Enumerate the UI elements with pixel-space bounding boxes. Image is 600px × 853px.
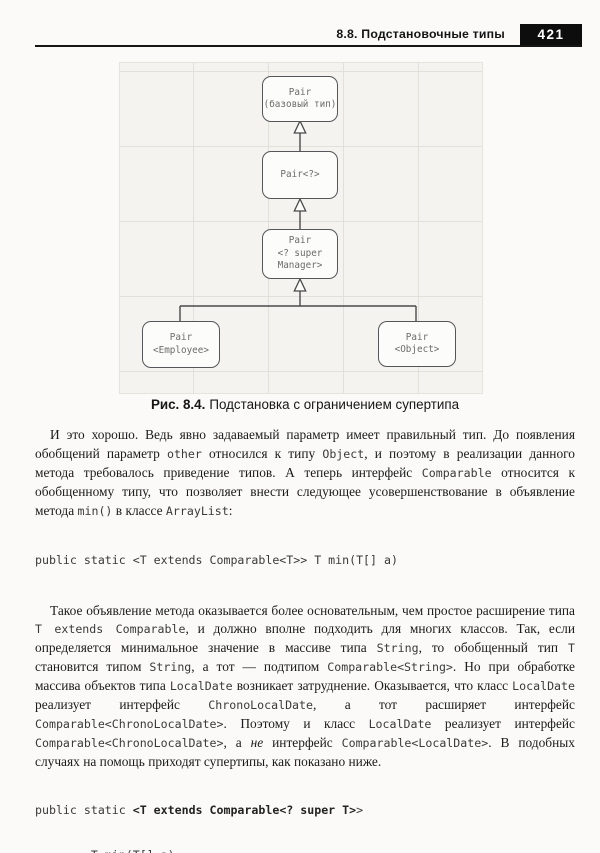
diagram-node-pair-base: Pair (базовый тип) [262,76,338,122]
node-label: <Object> [394,344,440,355]
paragraph: И это хорошо. Ведь явно задаваемый парам… [35,427,575,518]
code-line: T min(T[] a) . . . [35,848,575,853]
node-label: Pair<?> [280,168,320,180]
page-number-badge: 421 [520,24,582,46]
diagram-node-pair-super-manager: Pair <? super Manager> [262,229,338,279]
paragraph: Такое объявление метода оказывается боле… [35,602,575,769]
node-label: (базовый тип) [263,99,337,110]
running-title: 8.8. Подстановочные типы [336,27,505,41]
connector-lines [179,133,417,321]
diagram-node-pair-object: Pair <Object> [378,321,456,367]
node-label: Pair [288,86,312,98]
code-line: public static <T extends Comparable<T>> … [35,553,398,568]
code-block-min-declaration: public static <T extends Comparable<T>> … [35,524,575,598]
figure-caption-label: Рис. 8.4. [150,397,206,412]
node-label: <? super [277,247,323,259]
figure-caption-text: Подстановка с ограничением супертипа [209,397,460,412]
node-label: Pair [169,332,193,343]
header-rule [35,45,582,48]
code-line: public static <T extends Comparable<? su… [35,803,364,818]
figure-caption: Рис. 8.4.Подстановка с ограничением супе… [35,397,575,412]
generalization-arrowhead-icon [293,119,307,292]
node-label: Pair [405,331,429,343]
figure-diagram: Pair (базовый тип) Pair<?> Pair <? super… [119,62,483,394]
code-block-supertype-bound: public static <T extends Comparable<? su… [35,774,575,853]
node-label: <Employee> [153,344,209,356]
node-label: Pair [288,235,312,247]
diagram-node-pair-wildcard: Pair<?> [262,151,338,199]
diagram-node-pair-employee: Pair <Employee> [142,321,220,368]
body-text: И это хорошо. Ведь явно задаваемый парам… [35,426,575,853]
inheritance-arrows [179,119,417,321]
node-label: Manager> [277,260,323,272]
page-header: 8.8. Подстановочные типы 421 [0,0,600,48]
